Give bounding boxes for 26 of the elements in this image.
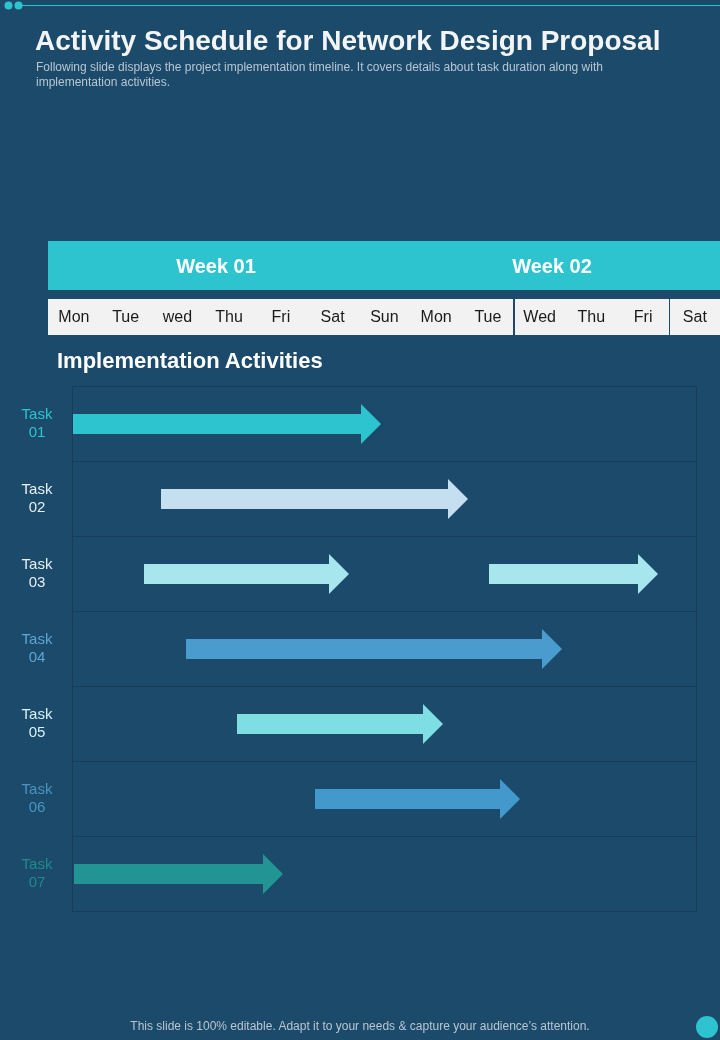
week-label: Week 02 xyxy=(512,254,592,277)
day-label: Thu xyxy=(215,308,243,326)
day-label: wed xyxy=(162,308,193,326)
week-label: Week 01 xyxy=(176,254,256,277)
day-label: Tue xyxy=(474,308,502,326)
task-label: Task 01 xyxy=(20,405,54,441)
day-label: Sun xyxy=(370,308,399,326)
slide-description: Following slide displays the project implementation timeline. It covers details about task duration along with implementation activities. xyxy=(36,60,604,90)
task-label: Task 07 xyxy=(20,855,54,891)
task-label: Task 05 xyxy=(20,705,54,741)
day-label: Thu xyxy=(577,308,606,326)
day-label: Wed xyxy=(523,308,556,326)
slide-title: Activity Schedule for Network Design Proposal xyxy=(35,25,661,57)
day-label: Mon xyxy=(420,308,452,326)
day-label: Sat xyxy=(320,308,345,326)
task-label: Task 03 xyxy=(20,555,54,591)
task-label: Task 02 xyxy=(20,480,54,516)
day-label: Fri xyxy=(633,308,653,326)
task-label: Task 06 xyxy=(20,780,54,816)
task-label: Task 04 xyxy=(20,630,54,666)
day-label: Mon xyxy=(58,308,90,326)
footer-note: This slide is 100% editable. Adapt it to your needs & capture your audience’s attention. xyxy=(130,1019,590,1034)
day-label: Sat xyxy=(682,308,707,326)
day-label: Fri xyxy=(271,308,291,326)
section-heading: Implementation Activities xyxy=(57,347,323,375)
day-label: Tue xyxy=(112,308,140,326)
